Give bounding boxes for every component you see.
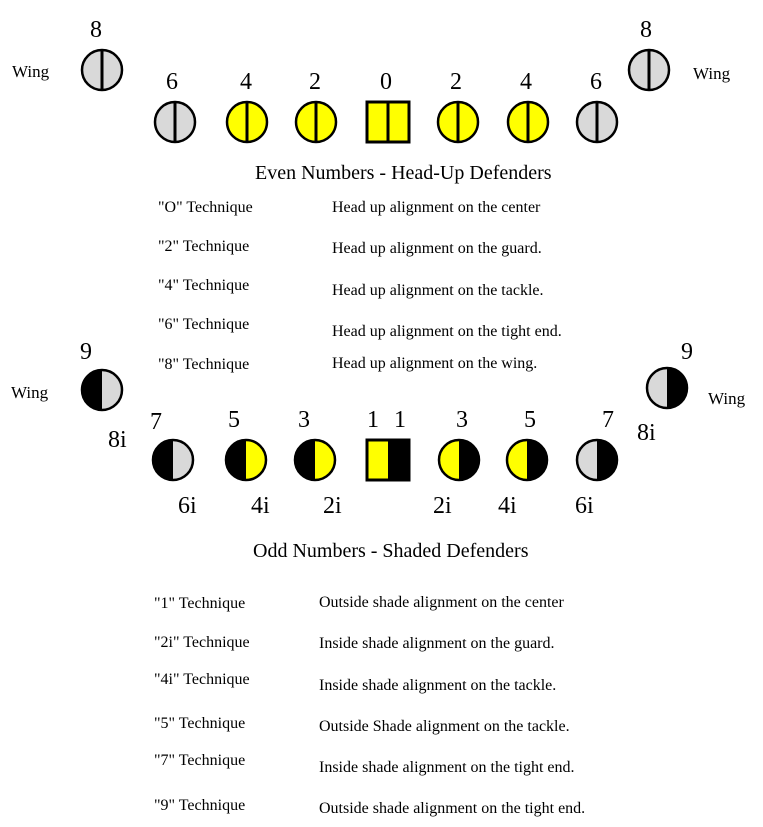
odd-number-tackle-right: 5	[524, 407, 536, 433]
odd-inside-4i-left: 4i	[251, 493, 270, 519]
odd-technique-label: "9" Technique	[154, 797, 246, 814]
even-number-te-right: 6	[590, 69, 602, 95]
even-technique-description: Head up alignment on the center	[332, 199, 541, 216]
tackle-defender-left-icon	[225, 100, 269, 144]
odd-technique-description: Inside shade alignment on the tight end.	[319, 759, 575, 776]
odd-wing-left-label: Wing	[11, 383, 49, 402]
odd-heading: Odd Numbers - Shaded Defenders	[253, 540, 529, 562]
guard-shade-left-icon	[293, 438, 337, 482]
odd-number-te-right: 7	[602, 407, 614, 433]
wing-shade-right-icon	[645, 366, 689, 410]
even-technique-label: "6" Technique	[158, 316, 250, 333]
odd-inside-2i-right: 2i	[433, 493, 452, 519]
wing-defender-left-icon	[80, 48, 124, 92]
even-wing-left-label: Wing	[12, 62, 50, 81]
odd-inside-8i-right: 8i	[637, 420, 656, 446]
odd-technique-description: Inside shade alignment on the guard.	[319, 635, 555, 652]
even-technique-description: Head up alignment on the guard.	[332, 240, 542, 257]
even-technique-label: "4" Technique	[158, 277, 250, 294]
even-number-guard-right: 2	[450, 69, 462, 95]
tackle-shade-left-icon	[224, 438, 268, 482]
even-number-te-left: 6	[166, 69, 178, 95]
tight-end-defender-right-icon	[575, 100, 619, 144]
odd-wing-right-label: Wing	[708, 389, 746, 408]
odd-number-center-left: 1	[367, 407, 379, 433]
odd-number-wing-left: 9	[80, 339, 92, 365]
odd-technique-label: "4i" Technique	[154, 671, 250, 688]
odd-technique-description: Outside Shade alignment on the tackle.	[319, 718, 570, 735]
wing-shade-left-icon	[80, 368, 124, 412]
even-number-guard-left: 2	[309, 69, 321, 95]
tackle-shade-right-icon	[505, 438, 549, 482]
even-technique-label: "O" Technique	[158, 199, 253, 216]
even-number-wing-right: 8	[640, 17, 652, 43]
even-technique-label: "2" Technique	[158, 238, 250, 255]
odd-number-tackle-left: 5	[228, 407, 240, 433]
odd-number-te-left: 7	[150, 409, 162, 435]
guard-defender-right-icon	[436, 100, 480, 144]
center-square-icon	[365, 100, 411, 144]
odd-number-guard-left: 3	[298, 407, 310, 433]
odd-technique-description: Outside shade alignment on the tight end…	[319, 800, 586, 817]
odd-inside-8i-left: 8i	[108, 427, 127, 453]
even-number-tackle-left: 4	[240, 69, 252, 95]
guard-defender-left-icon	[294, 100, 338, 144]
even-technique-description: Head up alignment on the tight end.	[332, 323, 562, 340]
guard-shade-right-icon	[437, 438, 481, 482]
odd-technique-label: "1" Technique	[154, 595, 246, 612]
odd-technique-description: Inside shade alignment on the tackle.	[319, 677, 557, 694]
even-number-tackle-right: 4	[520, 69, 532, 95]
odd-number-center-right: 1	[394, 407, 406, 433]
odd-technique-label: "2i" Technique	[154, 634, 250, 651]
even-wing-right-label: Wing	[693, 64, 731, 83]
even-technique-description: Head up alignment on the tackle.	[332, 282, 544, 299]
even-heading: Even Numbers - Head-Up Defenders	[255, 162, 552, 184]
odd-inside-6i-right: 6i	[575, 493, 594, 519]
center-shade-square-icon	[365, 438, 411, 482]
even-number-center: 0	[380, 69, 392, 95]
even-technique-label: "8" Technique	[158, 356, 250, 373]
wing-defender-right-icon	[627, 48, 671, 92]
tackle-defender-right-icon	[506, 100, 550, 144]
tight-end-defender-left-icon	[153, 100, 197, 144]
even-technique-description: Head up alignment on the wing.	[332, 355, 538, 372]
odd-technique-label: "7" Technique	[154, 752, 246, 769]
tight-end-shade-left-icon	[151, 438, 195, 482]
even-number-wing-left: 8	[90, 17, 102, 43]
odd-inside-4i-right: 4i	[498, 493, 517, 519]
odd-number-wing-right: 9	[681, 339, 693, 365]
odd-inside-2i-left: 2i	[323, 493, 342, 519]
tight-end-shade-right-icon	[575, 438, 619, 482]
odd-number-guard-right: 3	[456, 407, 468, 433]
odd-technique-label: "5" Technique	[154, 715, 246, 732]
odd-technique-description: Outside shade alignment on the center	[319, 594, 564, 611]
odd-inside-6i-left: 6i	[178, 493, 197, 519]
